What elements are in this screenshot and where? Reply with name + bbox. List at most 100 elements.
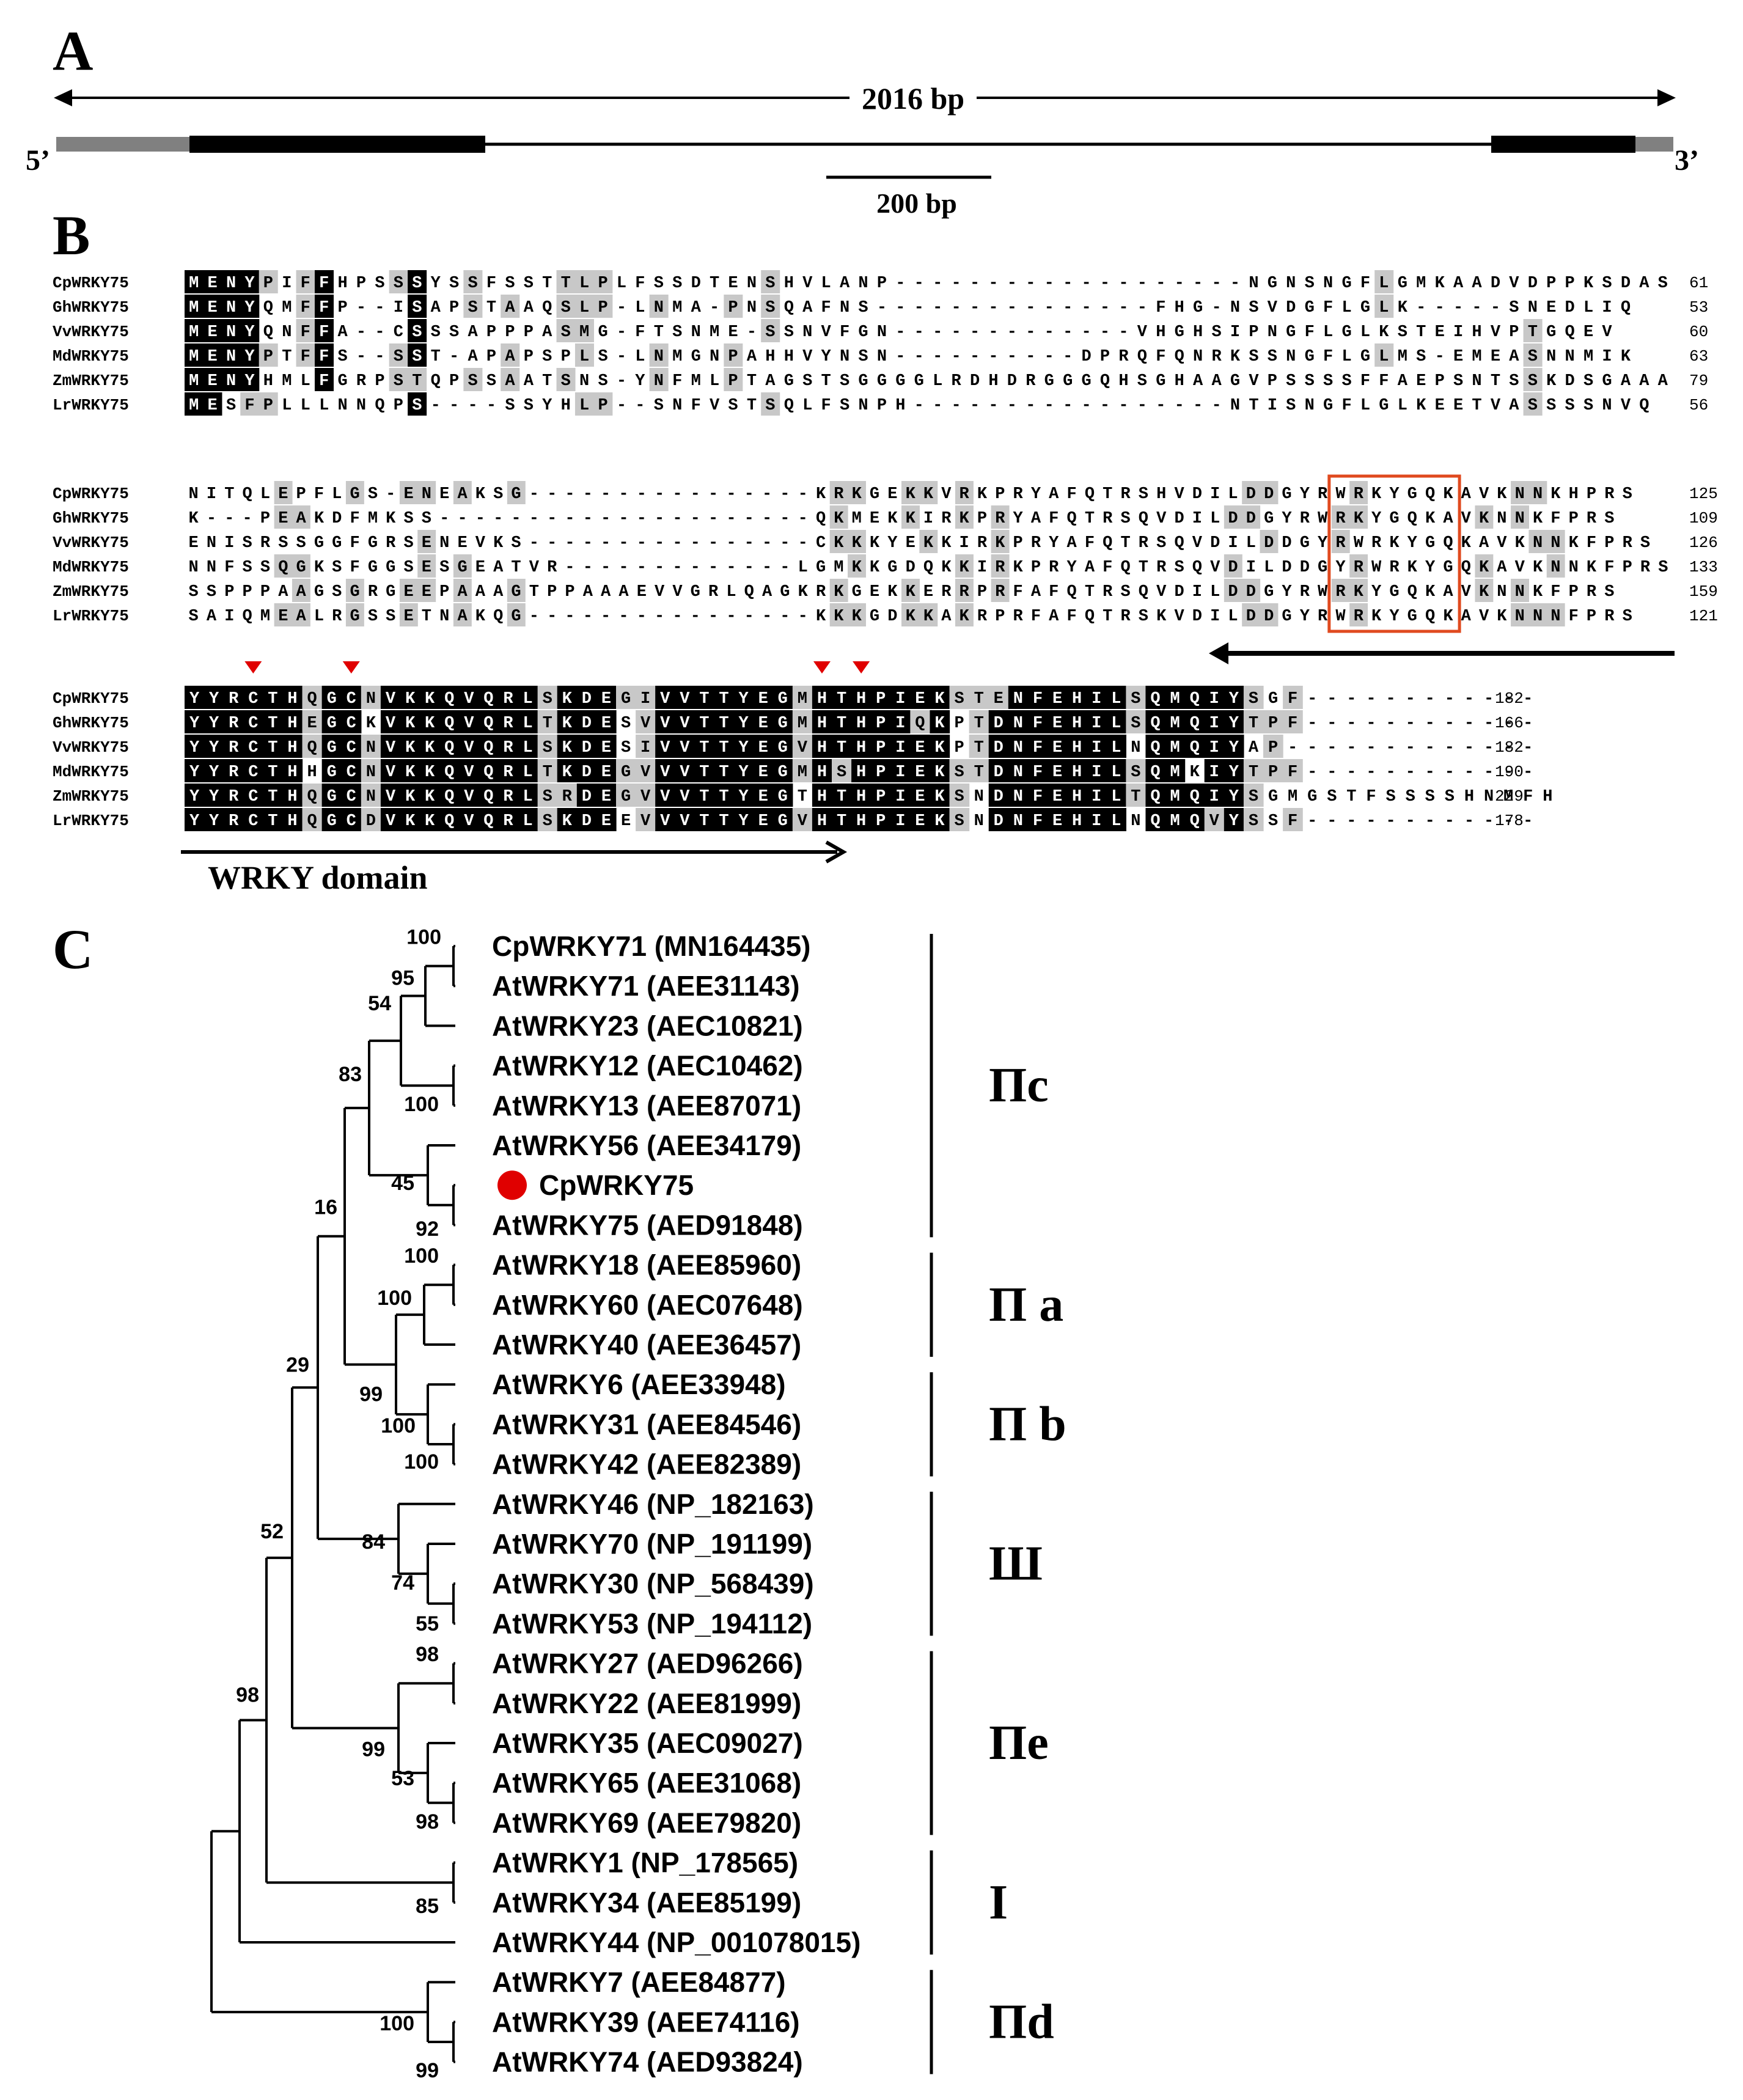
residue: F [1085,534,1095,553]
residue: K [934,788,945,806]
residue-shade [1008,784,1029,807]
residue: - [583,608,593,626]
leaf-label: AtWRKY75 (AED91848) [492,1209,803,1241]
tree-leaf: AtWRKY39 (AEE74116) [492,2006,800,2038]
residue: S [672,274,682,293]
residue-shade [389,368,408,391]
residue: A [524,299,534,317]
residue: I [224,534,234,553]
leaf-label: AtWRKY60 (AEC07648) [492,1289,803,1321]
residue-shade [1145,735,1166,758]
residue: - [1307,690,1317,708]
residue-shade [203,343,222,367]
residue: S [1327,788,1337,806]
residue-shade [1126,686,1147,709]
residue: R [1335,510,1346,528]
residue: - [952,323,961,342]
arrowhead-right [1657,89,1676,106]
sequence-name: LrWRKY75 [53,812,129,830]
residue: Q [483,812,493,831]
residue: S [543,739,552,757]
residue: Q [375,397,384,415]
residue: E [307,714,317,733]
residue-shade [556,270,576,293]
residue-shade [1048,735,1068,758]
residue: T [268,812,277,831]
residue: S [207,583,216,601]
residue: Y [738,763,749,782]
residue-shade [498,759,519,782]
residue: - [1100,323,1110,342]
residue: K [425,690,435,708]
residue: K [1398,299,1408,317]
residue: K [906,583,916,601]
residue-shade [439,784,460,807]
residue-count: 121 [1689,607,1718,625]
residue: C [248,788,258,806]
residue-shade [240,270,260,293]
residue: P [486,348,496,366]
residue-shade [1008,686,1029,709]
residue-shade [955,481,974,504]
panel-label-b: B [53,204,90,266]
residue-shade [991,554,1010,578]
residue: V [1602,323,1612,342]
residue-shade [792,686,813,709]
residue: Y [1282,510,1292,528]
residue-shade [574,343,594,367]
residue: S [1528,397,1538,415]
residue: - [601,534,611,553]
residue: Y [244,299,255,317]
residue: I [1210,608,1220,626]
residue: K [816,485,826,504]
residue-shade [557,710,578,733]
residue: - [780,608,790,626]
residue: K [425,812,435,831]
residue: - [529,534,539,553]
residue: - [1327,763,1337,782]
residue: - [1484,812,1494,831]
residue: - [224,510,234,528]
residue: - [744,534,754,553]
residue-shade [988,710,1009,733]
residue-shade [792,735,813,758]
residue: L [1360,323,1370,342]
residue: - [1156,274,1165,293]
residue: E [278,608,288,626]
residue-shade [282,808,303,831]
residue: Q [1425,608,1435,626]
residue: I [282,274,292,293]
panel-label-a: A [53,20,94,82]
residue: - [1327,714,1337,733]
residue: N [226,323,236,342]
tree-leaf: CpWRKY75 [497,1169,694,1201]
residue-shade [832,784,852,807]
residue: S [468,372,477,391]
residue: K [906,510,916,528]
residue-shade [792,759,813,782]
residue: M [1170,690,1180,708]
residue-shade [1184,710,1205,733]
residue-shade [389,270,408,293]
residue: T [1085,510,1095,528]
residue: - [1082,323,1092,342]
residue: H [338,274,348,293]
residue: A [207,608,217,626]
residue: Q [915,714,925,733]
residue-shade [969,686,989,709]
residue: T [699,739,709,757]
residue-shade [507,579,526,602]
sequence-name: MdWRKY75 [53,763,129,781]
tree-leaf: AtWRKY13 (AEE87071) [492,1090,801,1122]
residue: S [1509,372,1519,391]
residue: - [1044,348,1054,366]
residue-shade [991,530,1010,553]
residue-shade [459,808,479,831]
residue: G [1323,397,1333,415]
residue: S [468,274,477,293]
residue-shade [204,735,224,758]
residue-count: 109 [1689,509,1718,527]
residue: E [758,690,768,708]
residue: - [1026,397,1035,415]
residue: E [870,583,879,601]
